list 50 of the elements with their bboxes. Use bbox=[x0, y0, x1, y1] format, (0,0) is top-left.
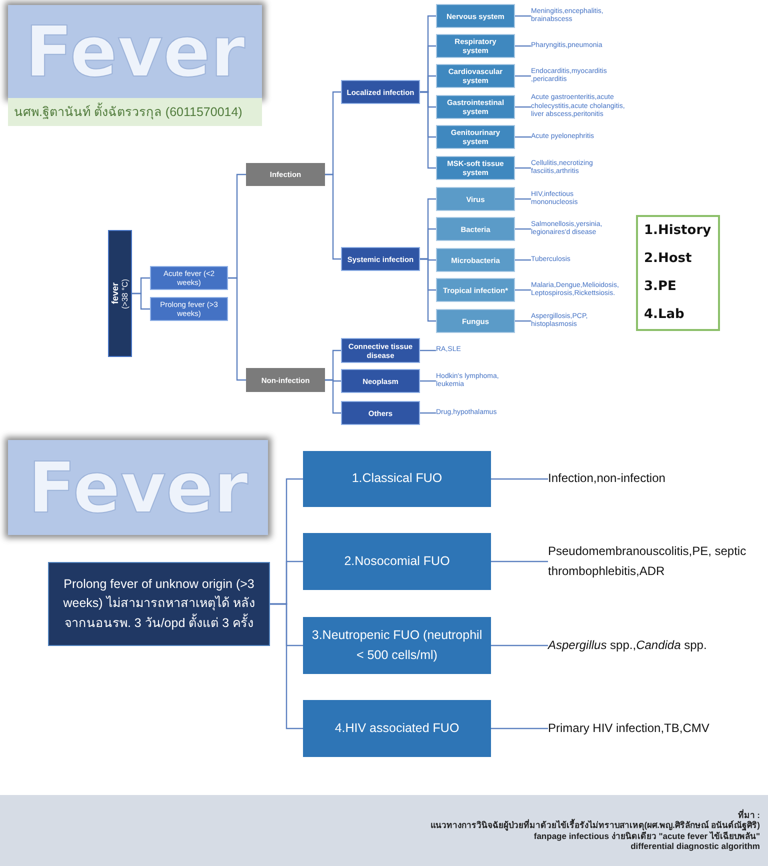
fuo-box: 2.Nosocomial FUO bbox=[303, 533, 491, 590]
connector-line bbox=[420, 91, 436, 169]
connector-line bbox=[491, 644, 548, 646]
connector-line bbox=[515, 198, 531, 200]
connector-line bbox=[325, 379, 341, 414]
root-title: fever bbox=[110, 282, 121, 304]
connector-line bbox=[228, 277, 246, 381]
connector-line bbox=[515, 259, 531, 261]
root-box bbox=[108, 230, 132, 357]
connector-line bbox=[515, 289, 531, 291]
connector-line bbox=[515, 45, 531, 47]
connector-line bbox=[515, 136, 531, 138]
fuo-box: 4.HIV associated FUO bbox=[303, 700, 491, 757]
source-line: differential diagnostic algorithm bbox=[630, 840, 760, 851]
connector-line bbox=[491, 478, 548, 480]
source-line: แนวทางการวินิจฉัยผู้ป่วยที่มาด้วยไข้เรื้อรังไม่ทราบสาเหตุ(ผศ.พญ.ศิริลักษณ์ อนันต์ณัฐศิริ) bbox=[430, 820, 760, 830]
title-box: Fever bbox=[8, 5, 262, 98]
root-subtitle: (>38 °C) bbox=[120, 278, 130, 309]
connector-line bbox=[420, 412, 436, 414]
author-band: นศพ.ฐิตานันท์ ตั้งฉัตรวรกุล (6011570014) bbox=[8, 98, 262, 126]
connector-line bbox=[515, 320, 531, 322]
connector-line bbox=[132, 292, 150, 310]
checklist-item: 3.PE bbox=[644, 279, 676, 295]
connector-line bbox=[420, 350, 436, 352]
source-band bbox=[0, 795, 768, 866]
connector-line bbox=[420, 258, 436, 322]
description-text: Pseudomembranouscolitis,PE, septic thrombophlebitis,ADR bbox=[548, 533, 748, 590]
checklist-item: 1.History bbox=[644, 223, 712, 239]
fuo-box: 3.Neutropenic FUO (neutrophil < 500 cells/ml) bbox=[303, 617, 491, 674]
connector-line bbox=[515, 167, 531, 169]
connector-line bbox=[515, 106, 531, 108]
connector-line bbox=[491, 560, 548, 562]
description-text: Infection,non-infection bbox=[548, 451, 748, 507]
connector-line bbox=[515, 15, 531, 17]
connector-line bbox=[491, 728, 548, 730]
fuo-box: 1.Classical FUO bbox=[303, 451, 491, 507]
checklist-item: 4.Lab bbox=[644, 307, 684, 323]
connector-line bbox=[515, 75, 531, 77]
connector-line bbox=[270, 603, 303, 730]
connector-line bbox=[420, 380, 436, 382]
source-line: fanpage infectious ง่ายนิดเดียว "acute fever ไข้เฉียบพลัน" bbox=[534, 830, 760, 841]
definition-box: Prolong fever of unknow origin (>3 weeks) ไม่สามารถหาสาเหตุได้ หลังจากนอนรพ. 3 วัน/opd ตั้งแต่ 3 ครั้ง bbox=[48, 562, 270, 646]
title-box: Fever bbox=[8, 440, 268, 535]
description-text: Aspergillus spp.,Candida spp. bbox=[548, 617, 748, 674]
checklist-box bbox=[636, 215, 720, 331]
description-text: Primary HIV infection,TB,CMV bbox=[548, 700, 748, 757]
connector-line bbox=[325, 174, 341, 260]
checklist-item: 2.Host bbox=[644, 251, 692, 267]
source-heading: ที่มา : bbox=[738, 810, 760, 820]
connector-line bbox=[515, 228, 531, 230]
